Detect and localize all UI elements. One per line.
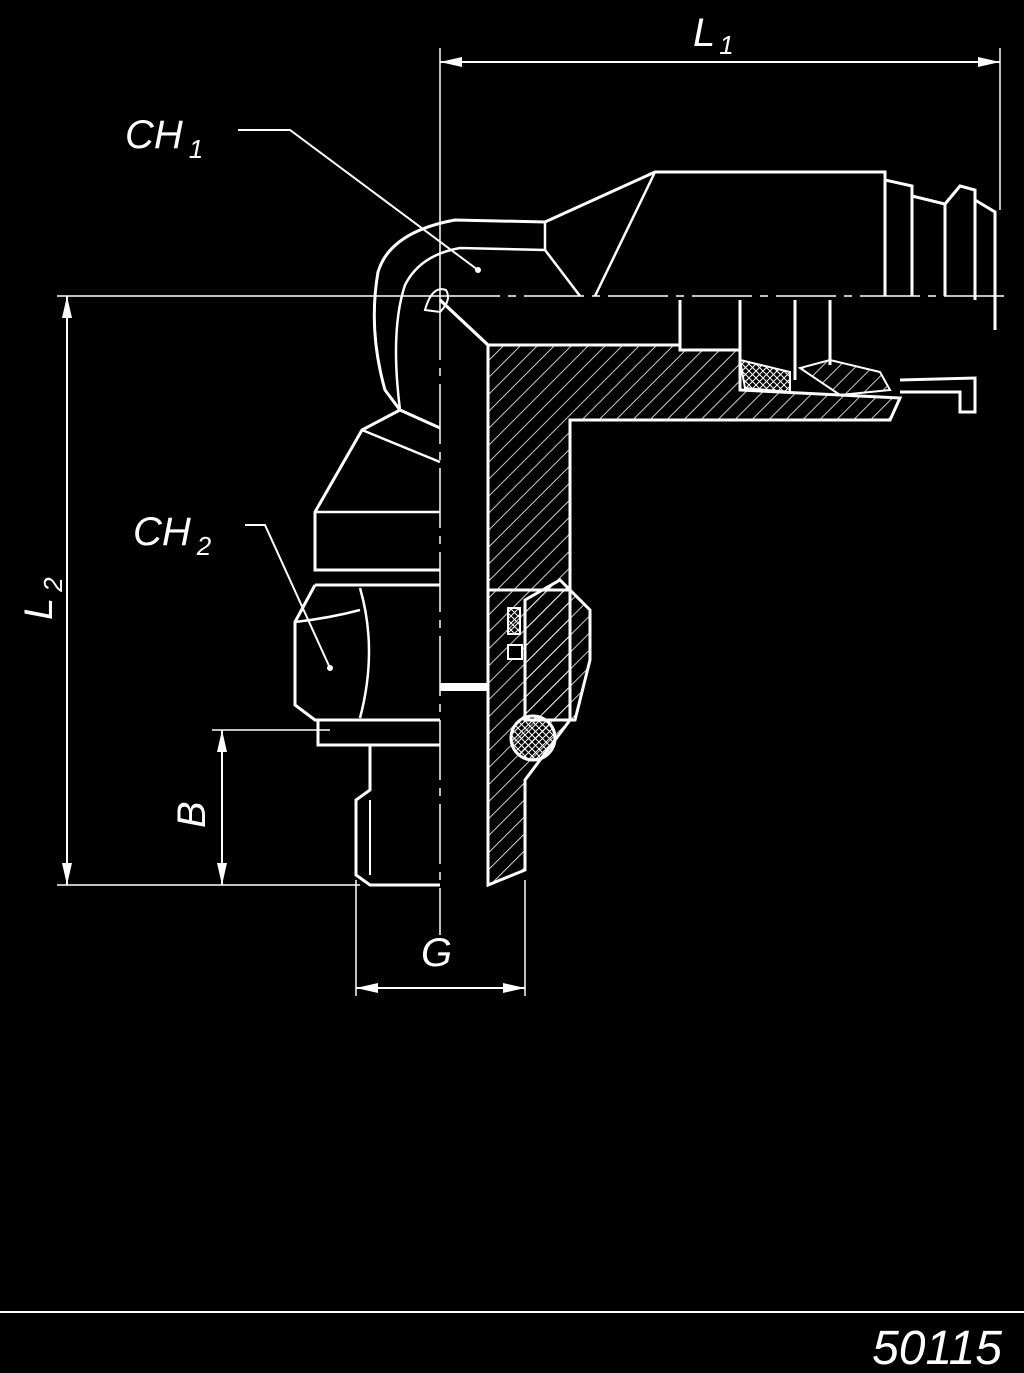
label-g: G bbox=[421, 931, 452, 975]
dimension-g bbox=[355, 880, 526, 996]
dimension-l1 bbox=[439, 48, 1001, 300]
section-hatching bbox=[438, 298, 977, 888]
label-l2: L2 bbox=[17, 577, 68, 620]
label-b: B bbox=[170, 801, 214, 828]
leader-lines bbox=[238, 129, 481, 669]
center-lines bbox=[439, 295, 1010, 935]
dimension-l2 bbox=[57, 295, 440, 886]
dimension-b bbox=[212, 729, 330, 885]
swivel-nut-section bbox=[440, 578, 592, 762]
part-number: 50115 bbox=[872, 1322, 1002, 1373]
hex-and-thread bbox=[293, 583, 440, 887]
elbow-body bbox=[313, 170, 997, 572]
